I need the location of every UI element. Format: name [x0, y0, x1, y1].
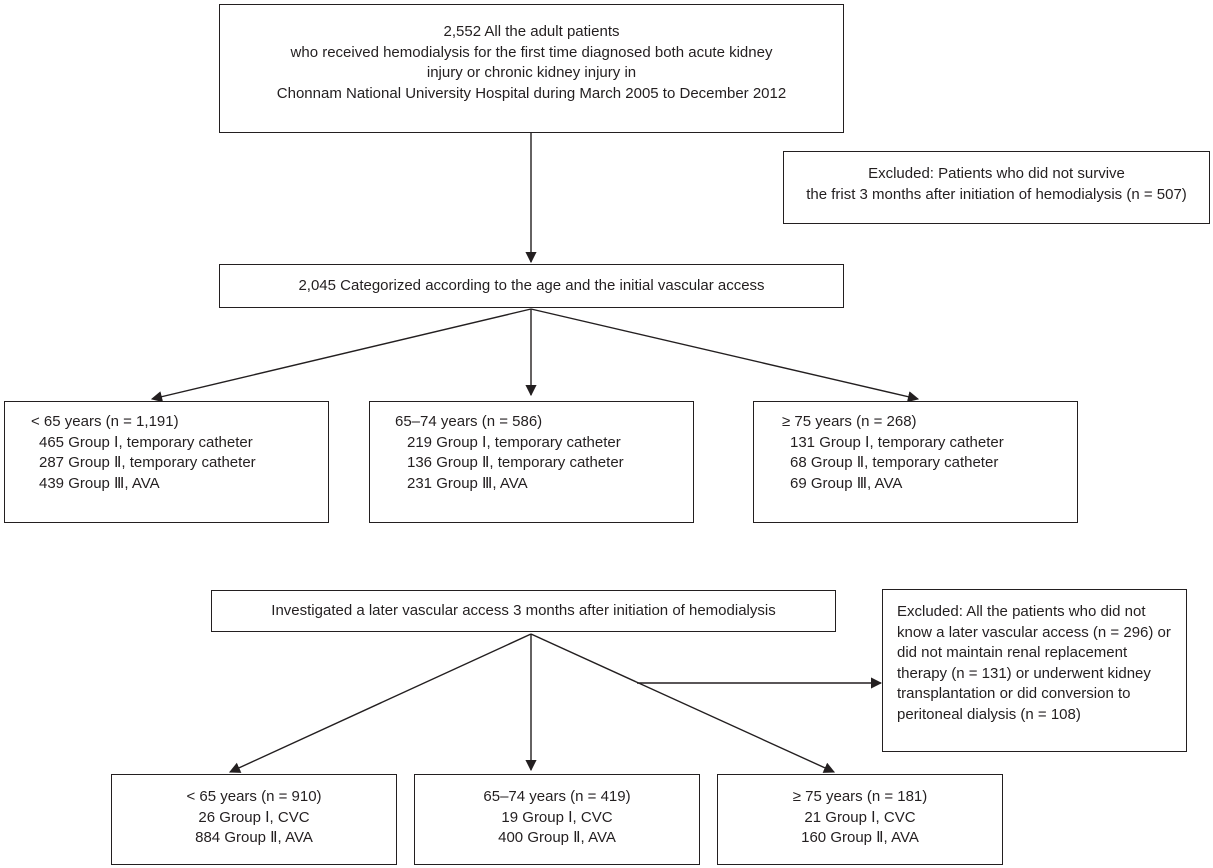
excluded-1-line: the frist 3 months after initiation of h… — [806, 185, 1187, 203]
categorized-text: 2,045 Categorized according to the age a… — [298, 277, 765, 294]
excluded-2-line: transplantation or did conversion to — [897, 685, 1131, 702]
group-row: 26 Group Ⅰ, CVC — [198, 808, 310, 826]
group-row: 231 Group Ⅲ, AVA — [407, 474, 528, 492]
age-group-header: < 65 years (n = 1,191) — [31, 413, 179, 430]
group-row: 287 Group Ⅱ, temporary catheter — [39, 454, 256, 471]
group-row: 439 Group Ⅲ, AVA — [39, 474, 160, 492]
top-box: 2,552 All the adult patients who receive… — [219, 4, 844, 133]
arrow-investigated-to-75plus — [530, 633, 836, 773]
age-box-75plus-later: ≥ 75 years (n = 181) 21 Group Ⅰ, CVC 160… — [717, 774, 1003, 865]
arrow-investigated-to-under65 — [228, 633, 532, 773]
group-row: 21 Group Ⅰ, CVC — [804, 808, 916, 826]
excluded-2-line: know a later vascular access (n = 296) o… — [897, 623, 1171, 641]
group-row: 884 Group Ⅱ, AVA — [195, 829, 313, 846]
age-box-65-74-initial: 65–74 years (n = 586) 219 Group Ⅰ, tempo… — [369, 401, 694, 523]
excluded-1-line: Excluded: Patients who did not survive — [868, 165, 1125, 182]
age-box-75plus-initial: ≥ 75 years (n = 268) 131 Group Ⅰ, tempor… — [753, 401, 1078, 523]
age-group-header: ≥ 75 years (n = 268) — [782, 413, 917, 430]
arrow-categorized-to-under65 — [150, 308, 532, 403]
group-row: 69 Group Ⅲ, AVA — [790, 474, 903, 492]
top-box-line: Chonnam National University Hospital dur… — [276, 84, 787, 102]
top-box-line: injury or chronic kidney injury in — [426, 64, 637, 81]
group-row: 136 Group Ⅱ, temporary catheter — [407, 454, 624, 471]
age-group-header: 65–74 years (n = 419) — [483, 788, 631, 805]
excluded-box-1: Excluded: Patients who did not survive t… — [783, 151, 1210, 224]
age-group-header: ≥ 75 years (n = 181) — [792, 788, 928, 805]
age-group-header: 65–74 years (n = 586) — [395, 413, 543, 430]
group-row: 160 Group Ⅱ, AVA — [801, 829, 919, 846]
excluded-2-line: did not maintain renal replacement — [897, 644, 1128, 661]
excluded-2-line: therapy (n = 131) or underwent kidney — [897, 664, 1151, 682]
age-box-65-74-later: 65–74 years (n = 419) 19 Group Ⅰ, CVC 40… — [414, 774, 700, 865]
arrow-categorized-to-75plus — [530, 308, 920, 403]
investigated-box: Investigated a later vascular access 3 m… — [211, 590, 836, 632]
group-row: 68 Group Ⅱ, temporary catheter — [790, 454, 999, 471]
top-box-line: 2,552 All the adult patients — [443, 23, 620, 40]
group-row: 19 Group Ⅰ, CVC — [501, 808, 613, 826]
categorized-box: 2,045 Categorized according to the age a… — [219, 264, 844, 308]
excluded-2-line: peritoneal dialysis (n = 108) — [897, 705, 1081, 723]
age-box-under65-initial: < 65 years (n = 1,191) 465 Group Ⅰ, temp… — [4, 401, 329, 523]
excluded-2-line: Excluded: All the patients who did not — [897, 603, 1146, 620]
top-box-line: who received hemodialysis for the first … — [290, 43, 773, 61]
investigated-text: Investigated a later vascular access 3 m… — [271, 602, 776, 619]
group-row: 400 Group Ⅱ, AVA — [498, 829, 616, 846]
group-row: 131 Group Ⅰ, temporary catheter — [790, 433, 1004, 451]
age-group-header: < 65 years (n = 910) — [186, 788, 322, 805]
group-row: 219 Group Ⅰ, temporary catheter — [407, 433, 621, 451]
age-box-under65-later: < 65 years (n = 910) 26 Group Ⅰ, CVC 884… — [111, 774, 397, 865]
group-row: 465 Group Ⅰ, temporary catheter — [39, 433, 253, 451]
excluded-box-2: Excluded: All the patients who did not k… — [882, 589, 1187, 752]
